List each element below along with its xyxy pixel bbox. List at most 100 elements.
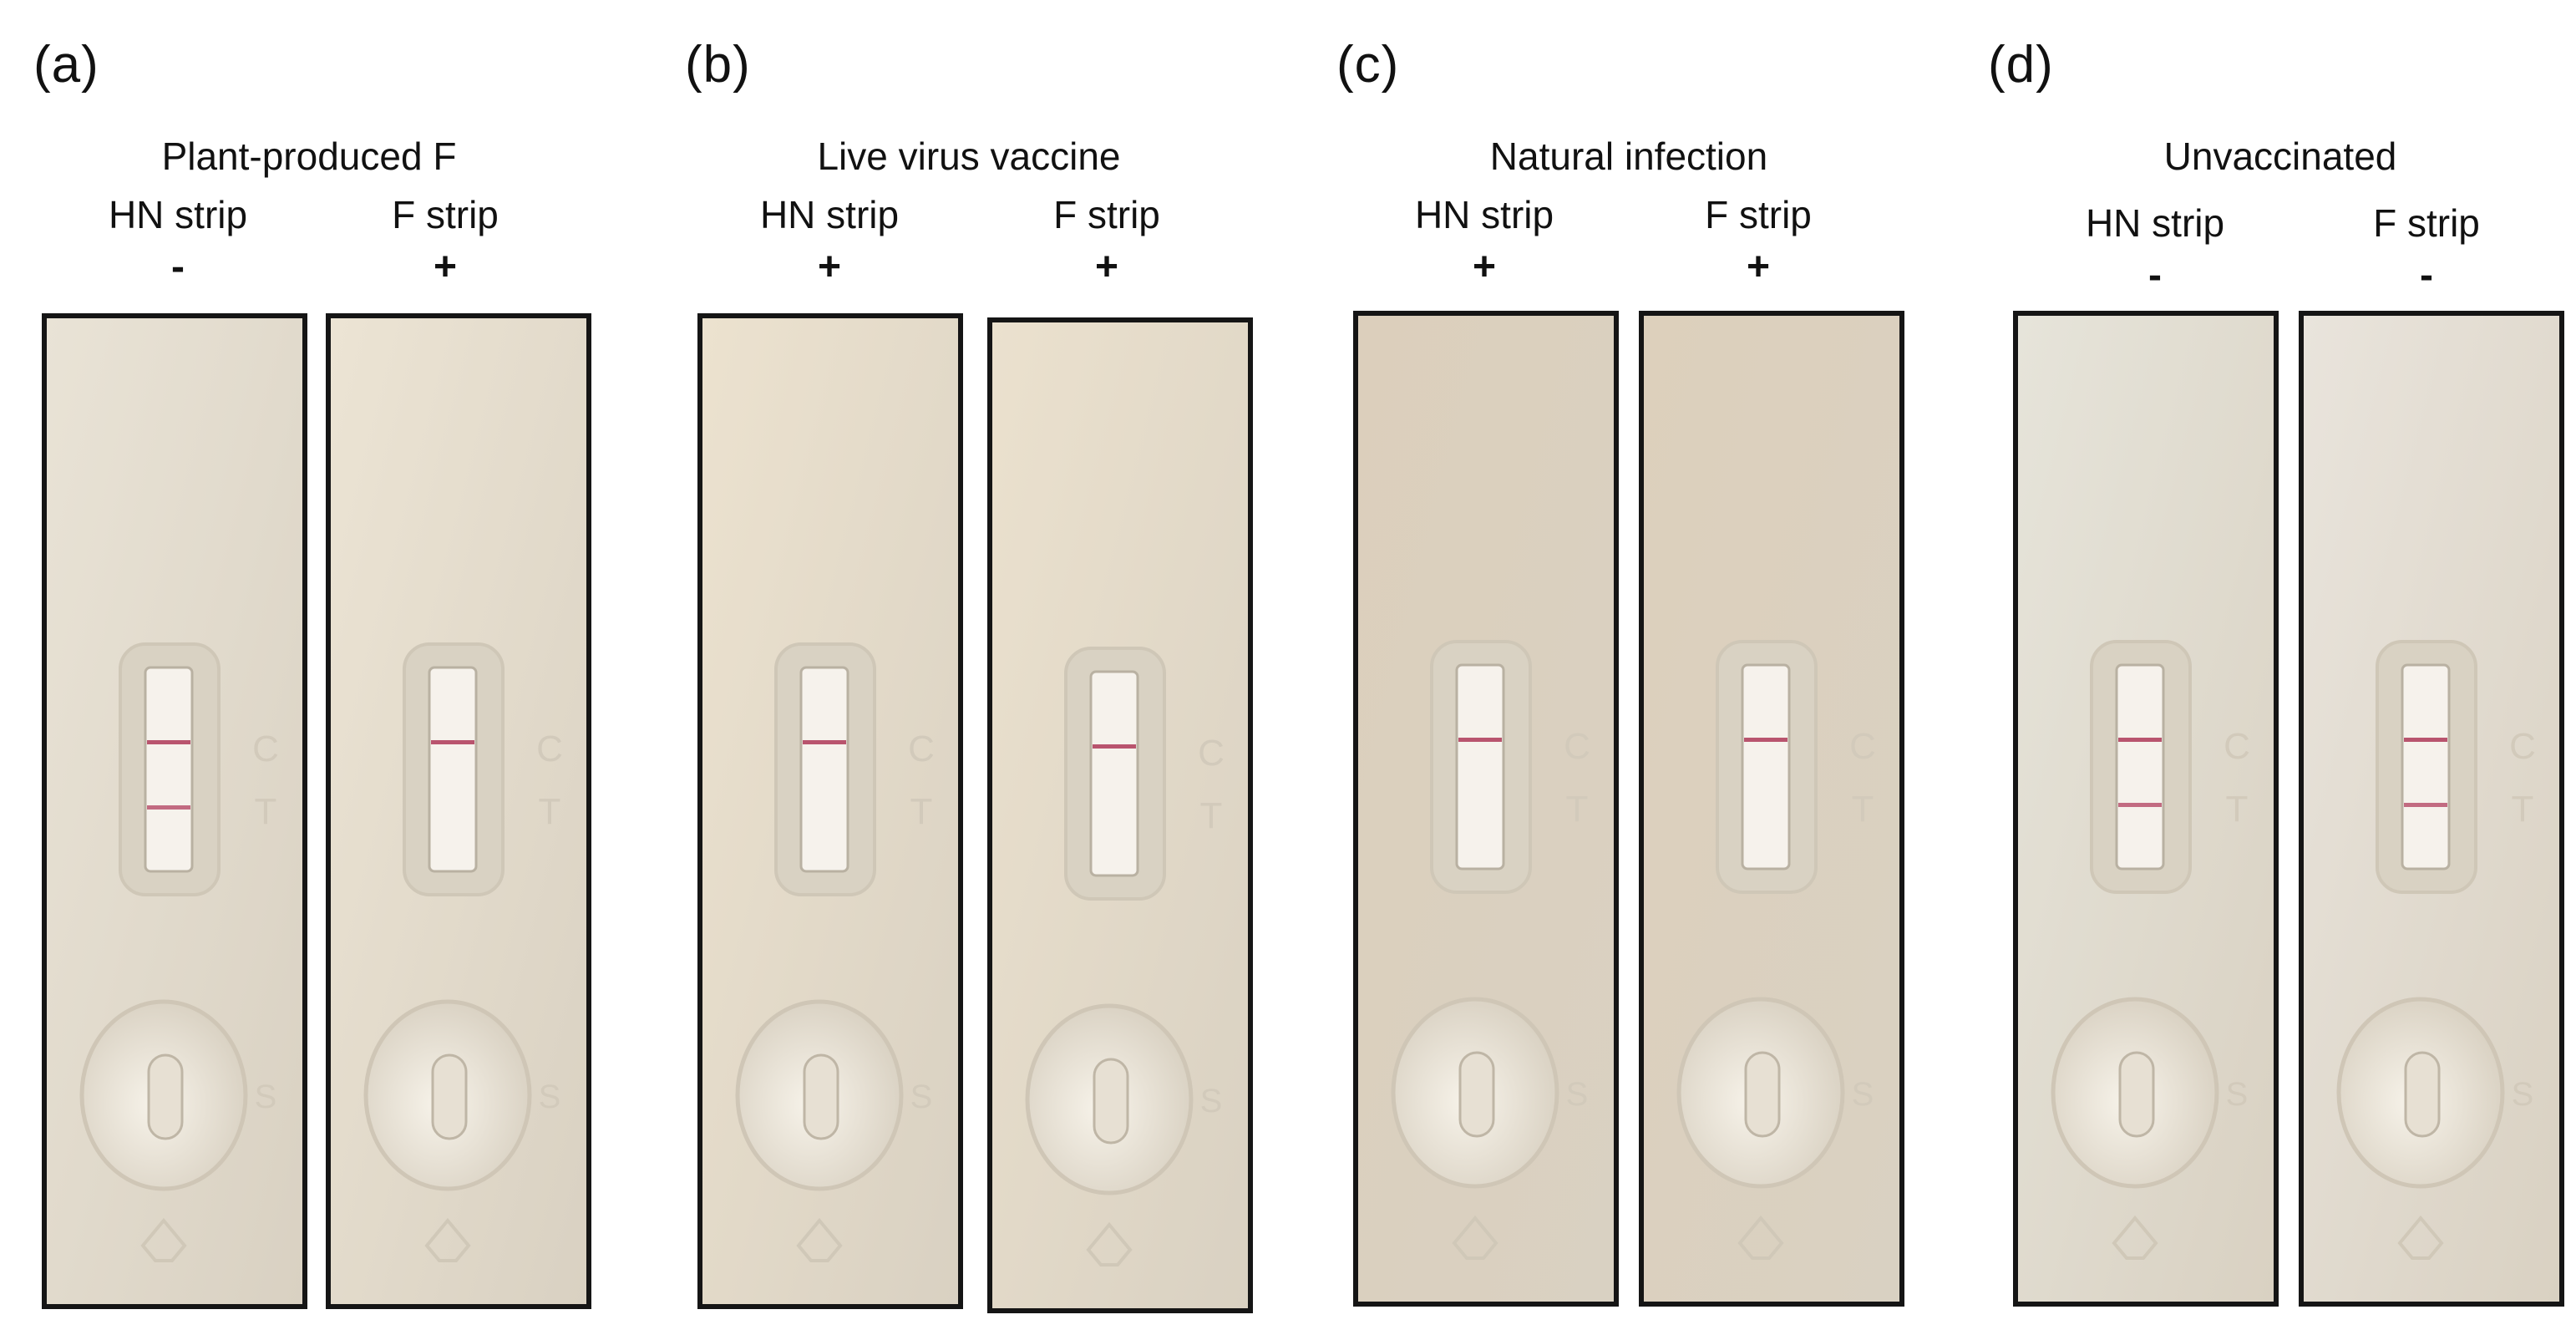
test-line <box>147 805 190 810</box>
strip-label: F strip <box>1705 193 1812 236</box>
membrane-window <box>2115 663 2165 870</box>
flow-arrow-icon <box>1086 1221 1133 1266</box>
membrane-window <box>428 666 478 873</box>
panel-title: Live virus vaccine <box>817 135 1121 178</box>
panel-letter: (d) <box>1988 36 2054 94</box>
cassette-image: CT S <box>1358 316 1614 1302</box>
control-line <box>431 740 474 744</box>
control-letter: C <box>252 728 279 769</box>
membrane-window <box>799 666 849 873</box>
flow-arrow-icon <box>140 1217 187 1262</box>
flow-arrow-icon <box>1737 1215 1784 1260</box>
sample-port <box>2118 1051 2155 1138</box>
strip-label: F strip <box>1053 193 1160 236</box>
control-line <box>1093 744 1136 749</box>
cassette-image: CT S <box>1644 316 1899 1302</box>
test-letter: T <box>1200 795 1223 836</box>
panel-title: Unvaccinated <box>2163 135 2397 178</box>
result-sign: - <box>2148 253 2162 297</box>
test-letter: T <box>1852 789 1874 830</box>
cassette-image: CT S <box>47 318 302 1304</box>
control-letter: C <box>1198 733 1225 774</box>
membrane-window <box>144 666 194 873</box>
flow-arrow-icon <box>2397 1215 2444 1260</box>
flow-arrow-icon <box>1452 1215 1498 1260</box>
result-sign: - <box>171 245 185 289</box>
result-sign: + <box>817 245 842 289</box>
test-line <box>2118 803 2162 807</box>
control-letter: C <box>1849 726 1876 767</box>
sample-letter: S <box>1566 1076 1589 1113</box>
control-line <box>1458 738 1502 742</box>
cassette-image: CT S <box>2304 316 2559 1302</box>
sample-letter: S <box>1852 1076 1874 1113</box>
control-line <box>2404 738 2447 742</box>
sample-port <box>1458 1051 1495 1138</box>
control-line <box>803 740 846 744</box>
sample-letter: S <box>910 1079 933 1115</box>
cassette-image: CT S <box>331 318 586 1304</box>
test-letter: T <box>1566 789 1589 830</box>
strip-label: HN strip <box>1414 193 1554 236</box>
test-letter: T <box>2512 789 2534 830</box>
control-letter: C <box>1564 726 1590 767</box>
flow-arrow-icon <box>796 1217 843 1262</box>
panel-c: (c) Natural infection HN strip + F strip… <box>1328 0 1929 1340</box>
panel-a: (a) Plant-produced F HN strip - F strip … <box>25 0 626 1340</box>
control-letter: C <box>2224 726 2250 767</box>
panel-letter: (a) <box>33 36 99 94</box>
sample-port <box>1093 1058 1129 1145</box>
control-letter: C <box>2509 726 2536 767</box>
result-sign: + <box>1094 245 1119 289</box>
flow-arrow-icon <box>2112 1215 2158 1260</box>
sample-letter: S <box>2226 1076 2249 1113</box>
sample-letter: S <box>1200 1083 1223 1119</box>
sample-letter: S <box>539 1079 561 1115</box>
test-letter: T <box>2226 789 2249 830</box>
cassette-image: CT S <box>702 318 958 1304</box>
result-sign: + <box>1746 245 1771 289</box>
test-letter: T <box>539 791 561 832</box>
sample-port <box>147 1053 184 1140</box>
test-line <box>2404 803 2447 807</box>
control-letter: C <box>908 728 935 769</box>
strip-label: F strip <box>2373 201 2480 245</box>
test-letter: T <box>255 791 277 832</box>
membrane-window <box>1741 663 1791 870</box>
control-letter: C <box>536 728 563 769</box>
control-line <box>2118 738 2162 742</box>
sample-port <box>2404 1051 2441 1138</box>
cassette-image: CT S <box>2018 316 2274 1302</box>
panel-b: (b) Live virus vaccine HN strip + F stri… <box>677 0 1278 1340</box>
panel-title: Natural infection <box>1489 135 1768 178</box>
panel-letter: (c) <box>1336 36 1400 94</box>
test-letter: T <box>910 791 933 832</box>
membrane-window <box>1089 670 1139 877</box>
control-line <box>1744 738 1787 742</box>
sample-letter: S <box>255 1079 277 1115</box>
result-sign: - <box>2420 253 2433 297</box>
control-line <box>147 740 190 744</box>
sample-letter: S <box>2512 1076 2534 1113</box>
strip-label: HN strip <box>108 193 248 236</box>
sample-port <box>803 1053 839 1140</box>
sample-port <box>431 1053 468 1140</box>
strip-label: F strip <box>392 193 499 236</box>
membrane-window <box>2401 663 2451 870</box>
flow-arrow-icon <box>424 1217 471 1262</box>
panel-title: Plant-produced F <box>161 135 457 178</box>
strip-label: HN strip <box>759 193 900 236</box>
result-sign: + <box>1472 245 1497 289</box>
cassette-image: CT S <box>992 322 1248 1308</box>
strip-label: HN strip <box>2085 201 2225 245</box>
membrane-window <box>1455 663 1505 870</box>
panel-letter: (b) <box>685 36 751 94</box>
